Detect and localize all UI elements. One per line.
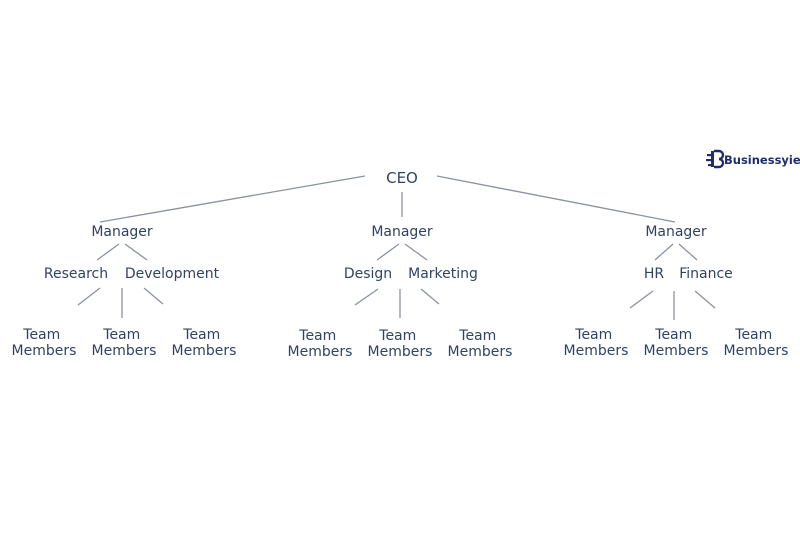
- edge-dept-team: [694, 290, 716, 309]
- edge-dept-team: [77, 287, 101, 306]
- edge-dept-team: [629, 290, 654, 309]
- department-label: Finance: [679, 266, 733, 282]
- department-label: Research: [44, 266, 108, 282]
- edge-manager-dept: [654, 243, 674, 261]
- team-members-label: Team Members: [92, 327, 157, 359]
- department-label: Marketing: [408, 266, 478, 282]
- manager-label: Manager: [371, 224, 433, 240]
- team-members-label: Team Members: [448, 328, 513, 360]
- logo-text: Businessyield: [724, 153, 800, 167]
- edge-dept-team: [420, 288, 440, 305]
- branch-hr-finance: Manager HR Finance Team Members Team Mem…: [564, 224, 789, 359]
- manager-label: Manager: [645, 224, 707, 240]
- team-members-label: Team Members: [564, 327, 629, 359]
- edge-ceo-manager-3: [436, 175, 676, 223]
- department-label: Design: [344, 266, 392, 282]
- businessyield-logo: Businessyield: [706, 149, 800, 169]
- branch-research-development: Manager Research Development Team Member…: [12, 224, 237, 359]
- manager-label: Manager: [91, 224, 153, 240]
- edge-ceo-manager-1: [99, 175, 366, 223]
- team-members-label: Team Members: [724, 327, 789, 359]
- edge-dept-team: [354, 288, 379, 306]
- edge-dept-team: [143, 287, 164, 305]
- team-members-label: Team Members: [12, 327, 77, 359]
- edge-manager-dept: [376, 243, 400, 261]
- team-members-label: Team Members: [368, 328, 433, 360]
- ceo-label: CEO: [386, 169, 418, 187]
- logo-mark-icon: [706, 149, 725, 169]
- department-label: Development: [125, 266, 220, 282]
- edge-manager-dept: [96, 243, 120, 261]
- branch-design-marketing: Manager Design Marketing Team Members Te…: [288, 224, 513, 360]
- team-members-label: Team Members: [172, 327, 237, 359]
- team-members-label: Team Members: [288, 328, 353, 360]
- department-label: HR: [644, 266, 665, 282]
- edge-manager-dept: [124, 243, 148, 261]
- edge-manager-dept: [678, 243, 698, 261]
- edge-manager-dept: [404, 243, 428, 261]
- team-members-label: Team Members: [644, 327, 709, 359]
